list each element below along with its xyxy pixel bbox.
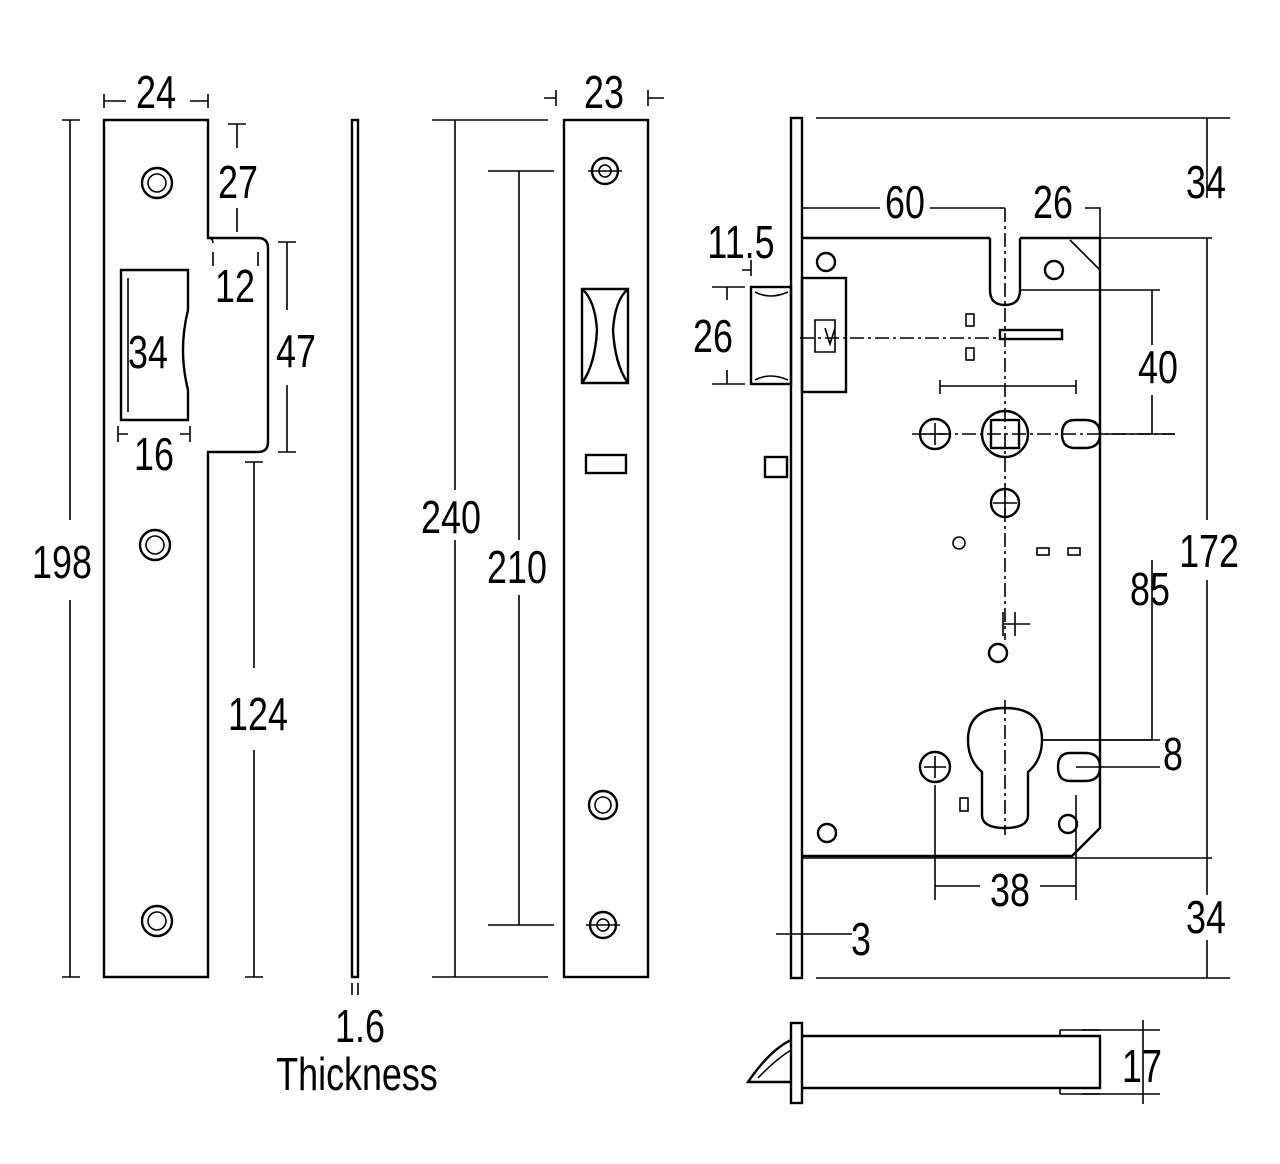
strike-screw-hole-middle <box>138 528 172 562</box>
latch-projection-label: 11.5 <box>707 217 774 268</box>
faceplate-thickness-label: 3 <box>851 914 871 965</box>
backset-label: 60 <box>885 177 925 228</box>
lock-trigger <box>763 455 789 479</box>
faceplate <box>562 118 650 979</box>
cylinder-screw-spacing-label: 38 <box>990 865 1030 916</box>
lock-case <box>802 236 1102 858</box>
lock-screw-bottom-left <box>816 822 838 844</box>
strike-plate <box>102 118 270 979</box>
thickness-caption: Thickness <box>276 1049 438 1100</box>
bottom-margin-label: 34 <box>1186 892 1226 943</box>
bolt-top-view <box>745 1020 1160 1105</box>
faceplate-height-label: 240 <box>421 492 481 543</box>
cylinder-screw-right <box>1056 751 1102 783</box>
strike-width-label: 24 <box>136 67 176 118</box>
faceplate-screw-spacing-label: 210 <box>487 542 547 593</box>
lock-screw-center <box>987 642 1009 664</box>
cylinder-screw-left <box>918 750 952 784</box>
strike-dimension-lines <box>62 94 296 978</box>
cylinder-offset-label: 8 <box>1163 729 1183 780</box>
bolt-height-label: 17 <box>1122 1041 1162 1092</box>
spindle-hub <box>912 380 1175 459</box>
faceplate-screw-top <box>588 156 622 186</box>
offset-label: 26 <box>1033 177 1073 228</box>
lock-screw-top-right <box>1043 259 1065 281</box>
faceplate-trigger-slot <box>584 453 628 475</box>
lock-screw-bottom-right <box>1057 813 1079 835</box>
top-margin-label: 34 <box>1186 157 1226 208</box>
faceplate-dimension-lines <box>432 90 664 978</box>
case-height-label: 172 <box>1179 526 1239 577</box>
strike-side-view <box>350 118 360 995</box>
strike-top-offset-label: 27 <box>218 157 258 208</box>
lock-front-plate <box>789 116 804 980</box>
lock-dimension-lines <box>712 117 1230 979</box>
lock-top-notch <box>988 238 1022 307</box>
faceplate-latch-opening <box>580 287 630 385</box>
strike-height-label: 198 <box>32 537 92 588</box>
spindle-to-top-label: 40 <box>1138 342 1178 393</box>
strike-bottom-to-lip-label: 124 <box>228 689 288 740</box>
lock-body <box>749 116 1175 980</box>
strike-opening-width-label: 16 <box>134 429 174 480</box>
center-distance-label: 85 <box>1130 564 1170 615</box>
lock-screw-top-left <box>815 251 837 273</box>
thickness-value-label: 1.6 <box>335 1001 385 1052</box>
strike-opening <box>119 268 190 422</box>
strike-opening-height-label: 34 <box>128 327 168 378</box>
faceplate-width-label: 23 <box>584 67 624 118</box>
latch-height-label: 26 <box>693 311 733 362</box>
faceplate-screw-bottom <box>586 910 620 940</box>
strike-lip-depth-label: 12 <box>215 261 255 312</box>
faceplate-screw-middle <box>587 789 619 821</box>
strike-cutout-height-label: 47 <box>276 326 316 377</box>
latch-bolt <box>749 276 848 394</box>
strike-screw-hole-top <box>140 166 174 200</box>
strike-screw-hole-bottom <box>140 904 174 938</box>
